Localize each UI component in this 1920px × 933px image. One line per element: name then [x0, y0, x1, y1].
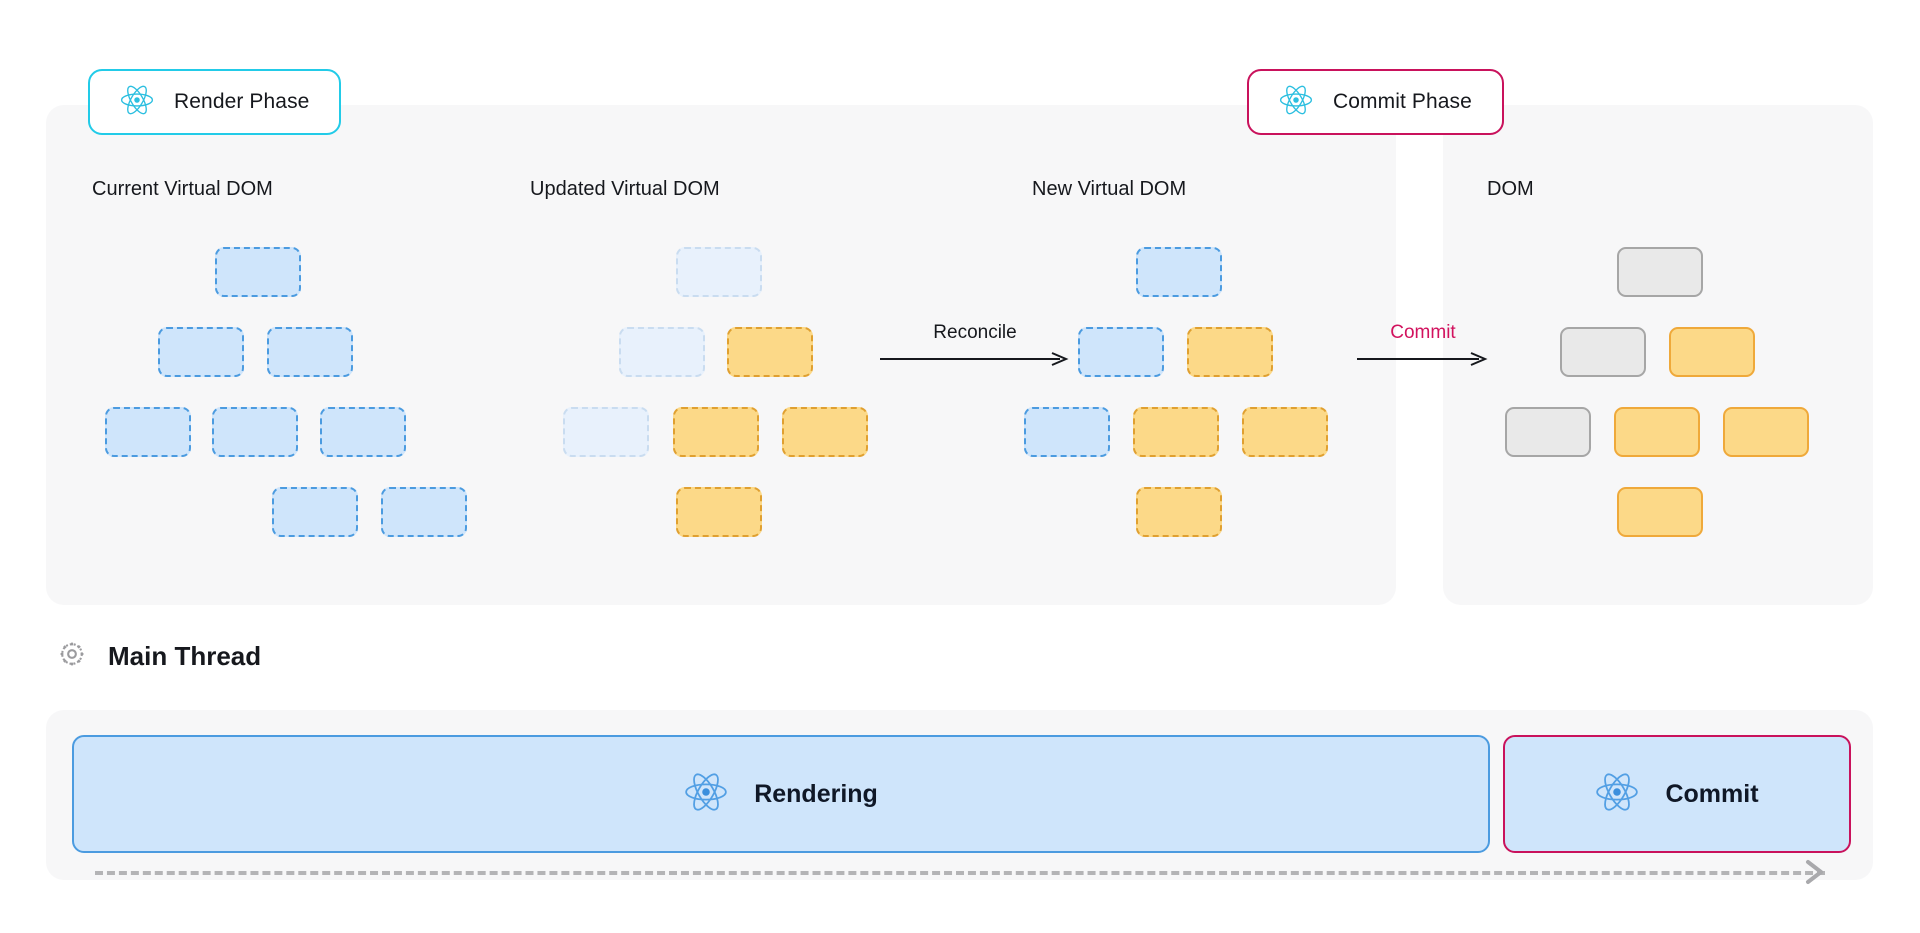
tree-node — [1617, 487, 1703, 537]
tree-node — [676, 487, 762, 537]
tree-node — [1133, 407, 1219, 457]
tree-node — [676, 247, 762, 297]
tree-node — [215, 247, 301, 297]
reconcile-transition: Reconcile — [880, 322, 1070, 366]
tree-node — [1505, 407, 1591, 457]
react-atom-icon — [684, 770, 728, 819]
tree-node — [1136, 487, 1222, 537]
gear-icon — [58, 640, 86, 673]
tree-node — [1560, 327, 1646, 377]
react-atom-icon — [1279, 83, 1313, 122]
tree-node — [1078, 327, 1164, 377]
react-atom-icon — [120, 83, 154, 122]
tree-node — [1136, 247, 1222, 297]
commit-phase-badge-label: Commit Phase — [1333, 90, 1472, 113]
tree-node — [1614, 407, 1700, 457]
tree-node — [563, 407, 649, 457]
tree-node — [267, 327, 353, 377]
arrow-right-icon — [1357, 352, 1489, 366]
main-thread-bar-commit-label: Commit — [1665, 779, 1759, 808]
commit-label: Commit — [1390, 322, 1456, 343]
main-thread-header: Main Thread — [58, 640, 261, 673]
tree-node — [1242, 407, 1328, 457]
tree-node — [727, 327, 813, 377]
tree-node — [619, 327, 705, 377]
column-title-dom: DOM — [1487, 178, 1534, 200]
column-title-new-virtual-dom: New Virtual DOM — [1032, 178, 1187, 200]
tree-node — [782, 407, 868, 457]
tree-node — [105, 407, 191, 457]
main-thread-title: Main Thread — [108, 641, 262, 671]
tree-node — [1187, 327, 1273, 377]
main-thread-bar-rendering[interactable]: Rendering — [72, 735, 1490, 853]
tree-node — [1617, 247, 1703, 297]
main-thread-bar-rendering-label: Rendering — [754, 779, 878, 808]
tree-node — [1669, 327, 1755, 377]
commit-phase-badge[interactable]: Commit Phase — [1247, 69, 1504, 135]
tree-node — [1723, 407, 1809, 457]
commit-transition: Commit — [1357, 322, 1489, 366]
render-phase-badge[interactable]: Render Phase — [88, 69, 342, 135]
tree-node — [272, 487, 358, 537]
chevron-right-icon — [1800, 855, 1830, 894]
column-title-current-virtual-dom: Current Virtual DOM — [92, 178, 273, 200]
main-thread-bar-commit[interactable]: Commit — [1503, 735, 1851, 853]
tree-node — [673, 407, 759, 457]
tree-node — [212, 407, 298, 457]
tree-node — [320, 407, 406, 457]
react-atom-icon — [1595, 770, 1639, 819]
tree-node — [381, 487, 467, 537]
arrow-right-icon — [880, 352, 1070, 366]
reconcile-label: Reconcile — [933, 322, 1017, 343]
column-title-updated-virtual-dom: Updated Virtual DOM — [530, 178, 720, 200]
render-phase-badge-label: Render Phase — [174, 90, 310, 113]
tree-node — [158, 327, 244, 377]
tree-node — [1024, 407, 1110, 457]
main-thread-timeline — [95, 871, 1825, 875]
